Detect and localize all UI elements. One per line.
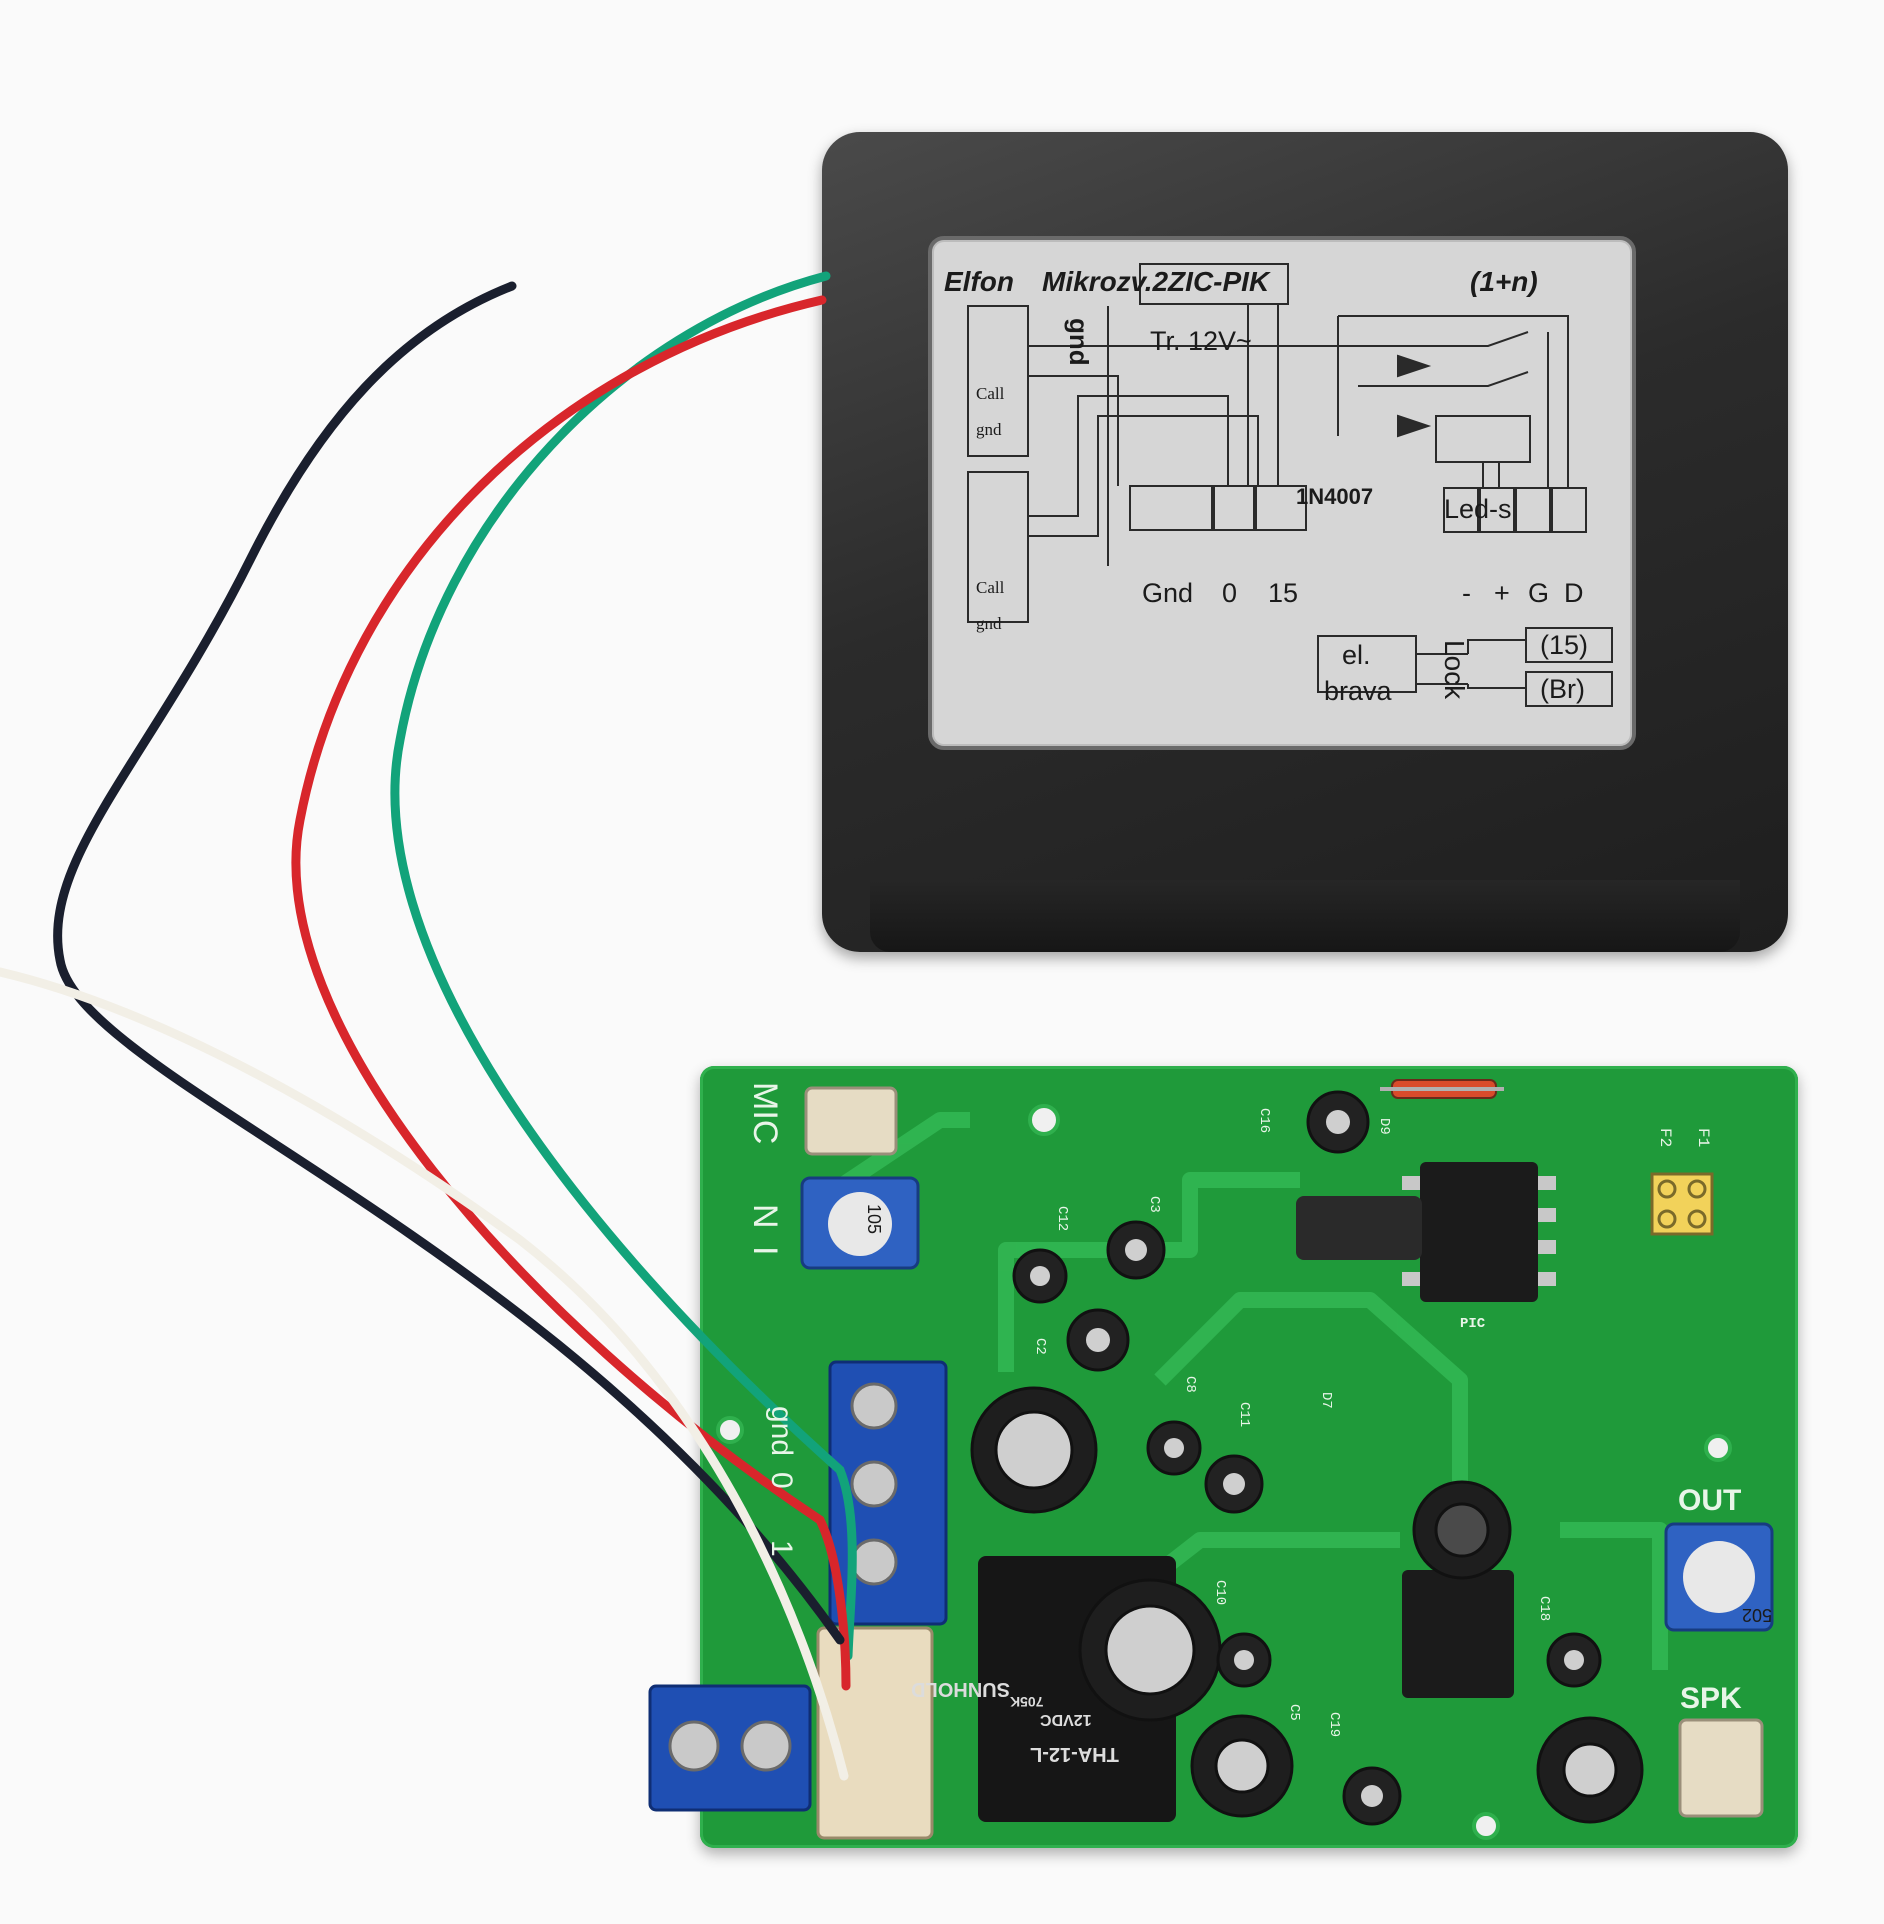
label-terminal-d: D [1564, 578, 1584, 608]
label-brava: brava [1324, 676, 1392, 706]
label-lock-br: (Br) [1540, 674, 1585, 704]
label-config: (1+n) [1470, 266, 1538, 297]
out-trimmer-code: 502 [1742, 1605, 1773, 1625]
label-terminal-0: 0 [1222, 578, 1238, 608]
label-gnd: gnd [1064, 318, 1094, 366]
relay-brand: SUNHOLD [911, 1678, 1010, 1700]
label-transformer: Tr. 12V~ [1150, 326, 1252, 356]
silk-c2: C2 [1032, 1338, 1048, 1355]
silk-c19: C19 [1326, 1712, 1342, 1738]
label-terminal-gnd: Gnd [1142, 578, 1194, 608]
silk-t0: 0 [765, 1472, 798, 1489]
silk-f2: F2 [1656, 1128, 1674, 1148]
silk-t1: 1 [765, 1540, 798, 1557]
enclosure-label [928, 236, 1636, 750]
label-lock-15: (15) [1540, 630, 1589, 660]
label-call-2: Call [976, 578, 1005, 597]
silk-f1: F1 [1694, 1128, 1712, 1148]
silk-gnd: gnd [765, 1406, 798, 1457]
label-gnd-2: gnd [976, 614, 1002, 633]
silk-c8: C8 [1182, 1376, 1198, 1393]
silk-c5: C5 [1286, 1704, 1302, 1721]
relay-voltage: 12VDC [1040, 1711, 1092, 1728]
silk-out: OUT [1678, 1484, 1742, 1517]
silk-n1: N [746, 1204, 784, 1229]
silk-d9: D9 [1376, 1118, 1392, 1135]
silk-c3: C3 [1146, 1196, 1162, 1213]
silk-n2: I [746, 1246, 784, 1256]
relay-code: 705K [1010, 1694, 1044, 1710]
label-brand: Elfon [944, 266, 1014, 297]
relay-model: THA-12-L [1030, 1743, 1119, 1765]
label-terminal-plus: + [1494, 578, 1510, 608]
mic-trimmer-code: 105 [864, 1204, 884, 1235]
label-model: Mikrozv.2ZIC-PIK [1042, 266, 1270, 297]
label-terminal-minus: - [1462, 578, 1471, 608]
label-gnd-1: gnd [976, 420, 1002, 439]
silk-c18: C18 [1536, 1596, 1552, 1622]
circuit-board [700, 1066, 1798, 1848]
silk-c12: C12 [1054, 1206, 1070, 1232]
silk-c16: C16 [1256, 1108, 1272, 1134]
silk-c11: C11 [1236, 1402, 1252, 1428]
silk-c10: C10 [1212, 1580, 1228, 1606]
silk-pic: PIC [1460, 1316, 1486, 1332]
label-el: el. [1342, 640, 1371, 670]
silk-spk: SPK [1680, 1682, 1742, 1715]
label-lock: Lock [1439, 640, 1470, 700]
silk-mic: MIC [746, 1082, 784, 1145]
label-terminal-15: 15 [1268, 578, 1299, 608]
label-terminal-g: G [1528, 578, 1550, 608]
label-leds: Led-s [1444, 494, 1512, 524]
enclosure-base-lip [870, 880, 1740, 952]
silk-d7: D7 [1318, 1392, 1334, 1409]
label-call-1: Call [976, 384, 1005, 403]
label-diode: 1N4007 [1296, 484, 1374, 509]
